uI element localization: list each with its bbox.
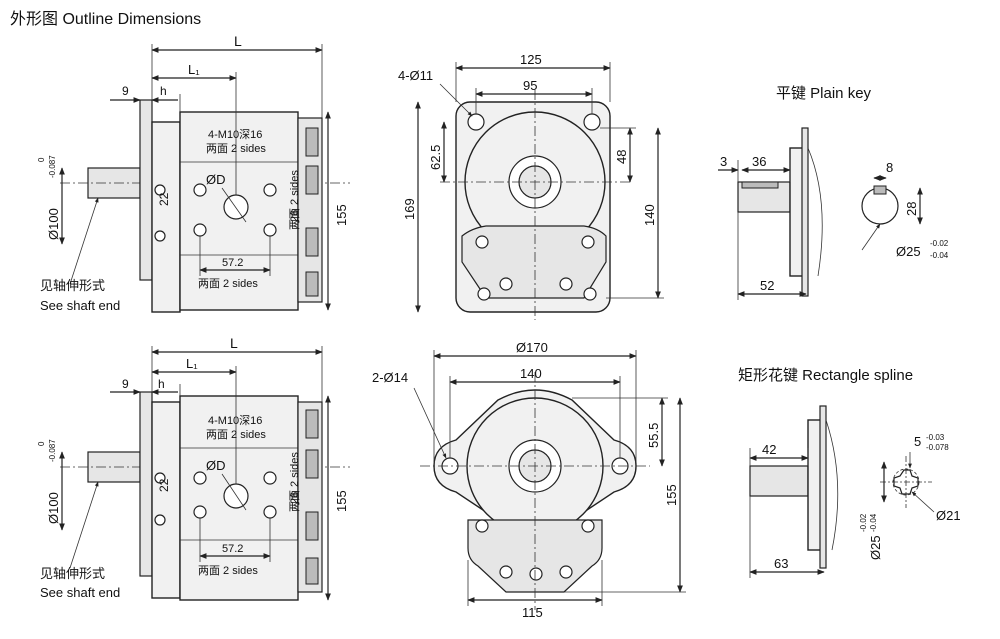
dim-L: L — [230, 335, 238, 351]
dim-115: 115 — [522, 605, 543, 620]
shaft-note-cn: 见轴伸形式 — [40, 278, 105, 293]
shaft-note-cn: 见轴伸形式 — [40, 566, 105, 581]
spline-shaft — [749, 465, 809, 497]
flange — [139, 99, 153, 281]
dim-57-2: 57.2 — [222, 257, 243, 269]
dim-55-5: 55.5 — [646, 423, 661, 448]
spline-title: 矩形花键 Rectangle spline — [738, 367, 913, 384]
dim-140: 140 — [642, 204, 657, 226]
dim-L1: L₁ — [186, 356, 198, 371]
dim-5: 5 — [914, 434, 921, 449]
spline5-tol-upper: -0.03 — [926, 433, 945, 442]
bottom-front-view: Ø170 140 2-Ø14 55.5 155 115 — [372, 340, 686, 620]
dim-57-sides: 两面 2 sides — [198, 565, 258, 577]
dim-155: 155 — [334, 490, 349, 512]
rear-sides-label: 两面 2 sides — [289, 452, 301, 512]
mount-hole — [583, 113, 601, 131]
key-tol-upper: -0.02 — [930, 239, 949, 248]
bolt-hole — [193, 223, 207, 237]
dim-95: 95 — [523, 78, 537, 93]
tol-upper: 0 — [37, 441, 46, 446]
dim-26: 26 — [289, 210, 301, 222]
dim-57-2: 57.2 — [222, 543, 243, 555]
bolt-hole — [263, 223, 277, 237]
dim-L1: L₁ — [188, 62, 200, 77]
page-heading: 外形图 Outline Dimensions — [10, 10, 201, 28]
dim-125: 125 — [520, 52, 542, 67]
dim-42: 42 — [762, 442, 776, 457]
plain-key-view: 平键 Plain key 3 36 52 8 28 Ø25 -0.02 -0.0… — [718, 85, 949, 300]
dim-phi100: Ø100 — [46, 208, 61, 240]
dim-phiD: ØD — [206, 458, 226, 473]
dim-26: 26 — [289, 492, 301, 504]
shaft-bore — [223, 483, 249, 509]
bolt-hole — [263, 183, 277, 197]
bolt-hole — [193, 183, 207, 197]
shaft-note-en: See shaft end — [40, 298, 120, 313]
dim-155: 155 — [334, 204, 349, 226]
dim-phi21: Ø21 — [936, 508, 961, 523]
dim-9: 9 — [122, 377, 129, 391]
thread-note: 4-M10深16 — [208, 414, 262, 427]
dim-63: 63 — [774, 556, 788, 571]
top-side-view: L L₁ 9 h 4-M10深16 两面 2 sides ØD 两面 2 sid… — [37, 33, 350, 313]
thread-note: 4-M10深16 — [208, 128, 262, 141]
plain-key-title: 平键 Plain key — [776, 85, 872, 102]
bolt-hole — [193, 471, 207, 485]
dim-9: 9 — [122, 84, 129, 98]
dim-8: 8 — [886, 160, 893, 175]
tol-upper: 0 — [37, 157, 46, 162]
dim-140: 140 — [520, 366, 542, 381]
dim-52: 52 — [760, 278, 774, 293]
dim-169: 169 — [402, 198, 417, 220]
dim-phi25: Ø25 — [896, 244, 921, 259]
dim-L: L — [234, 33, 242, 49]
rectangle-spline-view: 矩形花键 Rectangle spline 42 63 5 -0.03 -0.0… — [738, 367, 961, 578]
dim-22: 22 — [157, 192, 171, 206]
thread-sides: 两面 2 sides — [206, 429, 266, 441]
key-tol-lower: -0.04 — [930, 251, 949, 260]
hole-note: 4-Ø11 — [398, 68, 433, 83]
tol-lower: -0.087 — [48, 439, 57, 462]
dim-3: 3 — [720, 154, 727, 169]
dim-phiD: ØD — [206, 172, 226, 187]
mount-plate — [151, 121, 181, 313]
flange — [139, 391, 153, 577]
dim-h: h — [160, 84, 167, 98]
dim-48: 48 — [614, 150, 629, 164]
bottom-side-view: L L₁ 9 h 4-M10深16 两面 2 sides ØD 两面 2 sid… — [37, 335, 350, 601]
thread-sides: 两面 2 sides — [206, 143, 266, 155]
dim-phi170: Ø170 — [516, 340, 548, 355]
dim-22: 22 — [157, 478, 171, 492]
dim-phi100: Ø100 — [46, 492, 61, 524]
dim-h: h — [158, 377, 165, 391]
tol-lower: -0.087 — [48, 155, 57, 178]
spline-tol-lower: -0.04 — [869, 513, 878, 532]
dim-28: 28 — [904, 202, 919, 216]
bolt-hole — [193, 505, 207, 519]
spline-tol-upper: -0.02 — [859, 513, 868, 532]
spline5-tol-lower: -0.078 — [926, 443, 949, 452]
bolt-hole — [263, 505, 277, 519]
hole-note: 2-Ø14 — [372, 370, 408, 385]
mount-plate — [151, 401, 181, 599]
dim-62-5: 62.5 — [428, 145, 443, 170]
bolt-hole — [263, 471, 277, 485]
top-front-view: 125 95 4-Ø11 62.5 169 48 140 — [398, 52, 664, 320]
mount-hole — [467, 113, 485, 131]
shaft-bore — [223, 194, 249, 220]
dim-155: 155 — [664, 484, 679, 506]
dim-57-sides: 两面 2 sides — [198, 278, 258, 290]
rear-sides-label: 两面 2 sides — [289, 170, 301, 230]
shaft-note-en: See shaft end — [40, 585, 120, 600]
dim-36: 36 — [752, 154, 766, 169]
dim-phi25: Ø25 — [868, 535, 883, 560]
